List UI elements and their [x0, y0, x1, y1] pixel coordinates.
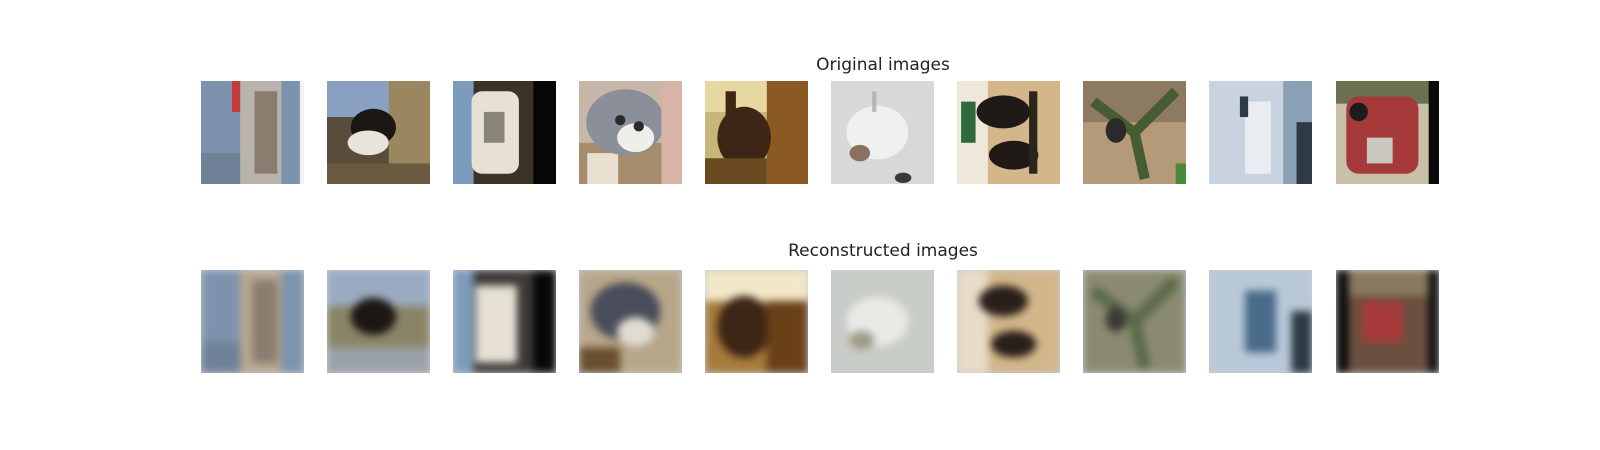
original-image	[453, 81, 556, 184]
reconstructed-images-title: Reconstructed images	[788, 241, 978, 261]
original-image	[1083, 81, 1186, 184]
reconstructed-image	[705, 270, 808, 373]
reconstructed-image	[201, 270, 304, 373]
original-image	[705, 81, 808, 184]
original-image	[957, 81, 1060, 184]
original-image	[579, 81, 682, 184]
original-image	[201, 81, 304, 184]
original-image	[327, 81, 430, 184]
reconstructed-image	[1209, 270, 1312, 373]
reconstructed-image	[327, 270, 430, 373]
original-image	[1209, 81, 1312, 184]
reconstructed-image	[579, 270, 682, 373]
original-image	[1336, 81, 1439, 184]
reconstructed-image	[957, 270, 1060, 373]
reconstructed-image	[1336, 270, 1439, 373]
reconstructed-image	[1083, 270, 1186, 373]
reconstructed-image	[453, 270, 556, 373]
reconstructed-image	[831, 270, 934, 373]
original-images-title: Original images	[816, 55, 950, 75]
original-image	[831, 81, 934, 184]
